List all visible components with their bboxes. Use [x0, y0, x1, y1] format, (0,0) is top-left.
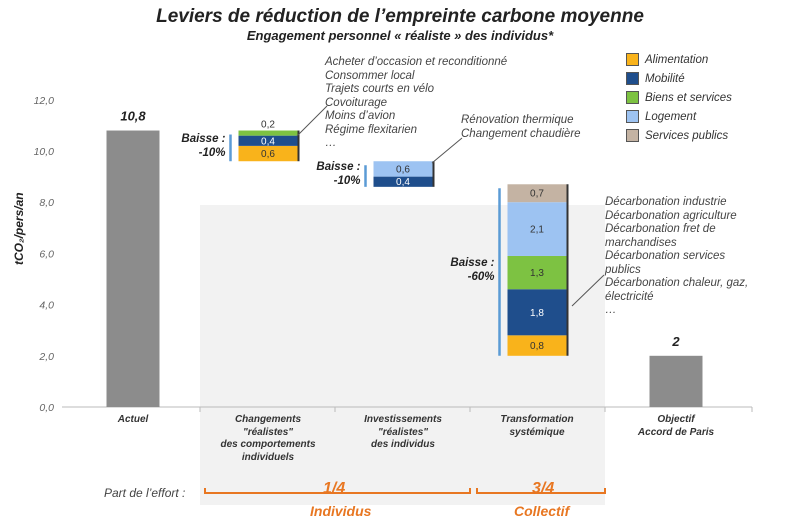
- segment-label: 1,3: [530, 268, 544, 279]
- x-category-label: Actuel: [117, 414, 149, 425]
- legend-item: Alimentation: [626, 50, 732, 69]
- y-tick-label: 2,0: [38, 351, 54, 363]
- segment-label: 0,2: [261, 120, 275, 131]
- annotation-line: Trajets courts en vélo: [325, 83, 435, 95]
- x-category-label: Changements "réalistes" des comportement…: [220, 414, 316, 463]
- y-tick-label: 12,0: [34, 95, 55, 107]
- legend-swatch: [626, 72, 639, 85]
- annotation-line: électricité: [605, 290, 654, 303]
- segment-biens-et-services: [238, 130, 298, 136]
- segment-mobilité: [373, 176, 433, 187]
- annotation-line: Acheter d’occasion et reconditionné: [325, 56, 508, 68]
- decrease-label: Baisse :-10%: [172, 132, 226, 160]
- chart-subtitle: Engagement personnel « réaliste » des in…: [246, 28, 554, 43]
- effort-label: Part de l’effort :: [104, 486, 186, 500]
- legend-swatch: [626, 110, 639, 123]
- segment-logement: [373, 161, 433, 177]
- annotation-line: Décarbonation fret de: [605, 223, 716, 235]
- segment-mobilité: [507, 289, 567, 336]
- segment-label: 0,4: [396, 177, 410, 188]
- annotation-line: publics: [605, 263, 641, 276]
- leader-line: [296, 105, 328, 137]
- segment-alimentation: [507, 335, 567, 356]
- segment-label: 0,8: [530, 341, 544, 352]
- total-label: 10,8: [120, 109, 146, 124]
- baisse-text: Baisse :: [181, 132, 226, 145]
- legend-label: Mobilité: [645, 72, 685, 85]
- total-bar: [106, 130, 160, 407]
- x-category-label: Investissements "réalistes" des individu…: [364, 414, 442, 450]
- segment-biens-et-services: [507, 255, 567, 290]
- annotation-line: Changement chaudière: [461, 127, 581, 140]
- annotation-line: Rénovation thermique: [461, 114, 574, 126]
- annotation-line: Covoiturage: [325, 96, 388, 109]
- legend-item: Services publics: [626, 126, 732, 145]
- x-category-label: Transformation systémique: [500, 414, 574, 438]
- leader-line: [431, 137, 463, 164]
- y-tick-label: 8,0: [39, 197, 54, 209]
- annotation-line: Moins d’avion: [325, 110, 396, 122]
- annotation-line: Décarbonation chaleur, gaz,: [605, 277, 749, 289]
- annotation-line: Décarbonation industrie: [605, 196, 727, 208]
- legend-label: Services publics: [645, 129, 729, 142]
- baisse-percent: -60%: [467, 271, 495, 284]
- decrease-label: Baisse :-10%: [307, 160, 361, 188]
- y-axis-label: tCO₂/pers/an: [12, 192, 26, 265]
- x-category-label: Objectif Accord de Paris: [637, 414, 715, 438]
- segment-label: 2,1: [530, 225, 544, 236]
- segment-services-publics: [507, 184, 567, 203]
- legend-item: Mobilité: [626, 69, 732, 88]
- segment-label: 0,4: [261, 136, 275, 147]
- legend-swatch: [626, 53, 639, 66]
- individus-share: 1/4: [323, 480, 346, 497]
- legend-swatch: [626, 129, 639, 142]
- leader-line: [571, 274, 605, 307]
- effort-bracket-individus: [204, 488, 471, 494]
- baisse-percent: -10%: [333, 175, 361, 188]
- baisse-text: Baisse :: [316, 161, 361, 174]
- collectif-share: 3/4: [532, 480, 555, 497]
- individus-label: Individus: [310, 503, 372, 519]
- annotation-line: Décarbonation services: [605, 250, 726, 262]
- legend-item: Biens et services: [626, 88, 732, 107]
- segment-label: 0,6: [261, 149, 275, 160]
- legend-label: Logement: [645, 110, 697, 123]
- segment-alimentation: [238, 145, 298, 162]
- legend-label: Alimentation: [645, 53, 709, 66]
- annotation-line: Décarbonation agriculture: [605, 209, 737, 222]
- annotation-line: …: [325, 137, 337, 149]
- annotation-line: marchandises: [605, 236, 677, 249]
- legend-label: Biens et services: [645, 91, 732, 104]
- baisse-percent: -10%: [198, 146, 226, 159]
- decrease-label: Baisse :-60%: [441, 256, 495, 284]
- y-tick-label: 4,0: [39, 300, 54, 312]
- segment-label: 0,6: [396, 164, 410, 175]
- segment-label: 1,8: [530, 308, 544, 319]
- y-tick-label: 0,0: [39, 402, 54, 414]
- segment-mobilité: [238, 135, 298, 146]
- legend-item: Logement: [626, 107, 732, 126]
- y-tick-label: 6,0: [39, 248, 54, 260]
- segment-label: 0,7: [530, 189, 544, 200]
- annotation-line: Consommer local: [325, 69, 415, 82]
- chart-title: Leviers de réduction de l’empreinte carb…: [156, 6, 644, 27]
- annotation-line: Régime flexitarien: [325, 123, 418, 136]
- total-label: 2: [671, 334, 680, 349]
- collectif-label: Collectif: [514, 503, 570, 519]
- legend-swatch: [626, 91, 639, 104]
- total-bar: [649, 355, 703, 407]
- y-tick-label: 10,0: [34, 146, 55, 158]
- segment-logement: [507, 202, 567, 256]
- annotation-line: …: [605, 304, 617, 316]
- effort-bracket-collectif: [476, 488, 606, 494]
- baisse-text: Baisse :: [450, 257, 495, 270]
